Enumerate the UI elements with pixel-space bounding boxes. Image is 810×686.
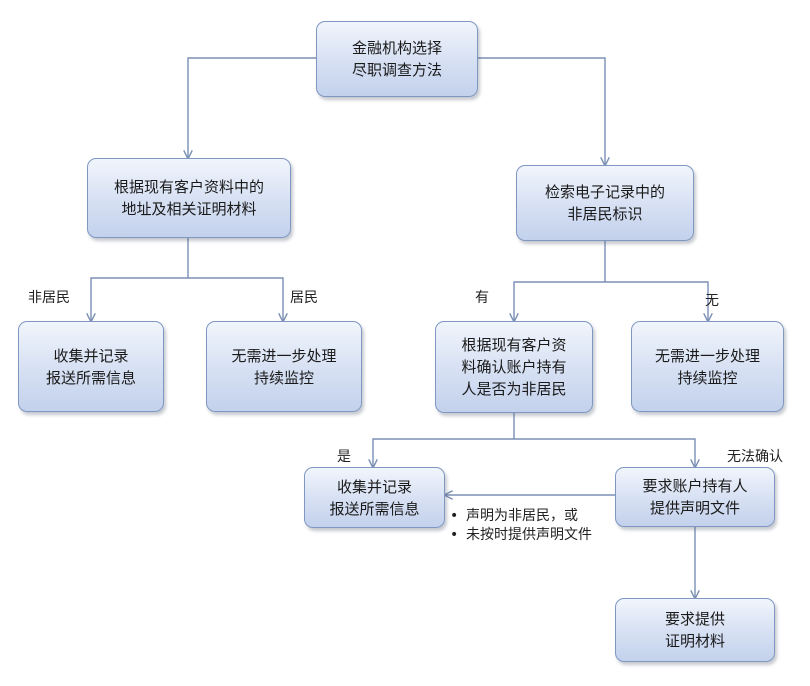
node-search: 检索电子记录中的 非居民标识: [516, 165, 694, 241]
edge-label-cannot-confirm: 无法确认: [727, 449, 783, 465]
node-request-proof: 要求提供 证明材料: [615, 598, 775, 662]
node-start: 金融机构选择 尽职调查方法: [316, 21, 478, 97]
edge-label-resident: 居民: [290, 290, 318, 306]
edge-confirm-to-collect2: [373, 438, 514, 467]
bullet-icon: •: [450, 508, 459, 524]
node-no-action-2: 无需进一步处理 持续监控: [631, 321, 784, 412]
node-confirm: 根据现有客户资 料确认账户持有 人是否为非居民: [435, 321, 593, 413]
edge-label-has: 有: [475, 290, 489, 306]
node-request-statement: 要求账户持有人 提供声明文件: [615, 467, 775, 527]
bullet-item: • 声明为非居民，或: [450, 507, 625, 526]
node-no-action-1: 无需进一步处理 持续监控: [206, 321, 362, 412]
statement-condition-list: • 声明为非居民，或 • 未按时提供声明文件: [450, 507, 625, 545]
edge-label-yes: 是: [337, 449, 351, 465]
edge-search-to-noaction2: [605, 281, 708, 321]
edge-address-to-collect1: [91, 277, 188, 321]
node-address: 根据现有客户资料中的 地址及相关证明材料: [87, 158, 291, 238]
edge-start-to-address: [188, 57, 316, 158]
node-collect-2: 收集并记录 报送所需信息: [304, 467, 445, 528]
edge-start-to-search: [478, 57, 605, 165]
bullet-item: • 未按时提供声明文件: [450, 526, 625, 545]
edge-label-none: 无: [705, 293, 719, 309]
edge-search-to-confirm: [514, 281, 605, 321]
edge-confirm-to-statement: [514, 438, 695, 467]
bullet-text: 声明为非居民，或: [466, 508, 578, 524]
edge-label-nonresident: 非居民: [28, 290, 70, 306]
node-collect-1: 收集并记录 报送所需信息: [18, 321, 164, 412]
bullet-icon: •: [450, 527, 459, 543]
bullet-text: 未按时提供声明文件: [466, 527, 592, 543]
edge-address-to-noaction1: [188, 277, 283, 321]
